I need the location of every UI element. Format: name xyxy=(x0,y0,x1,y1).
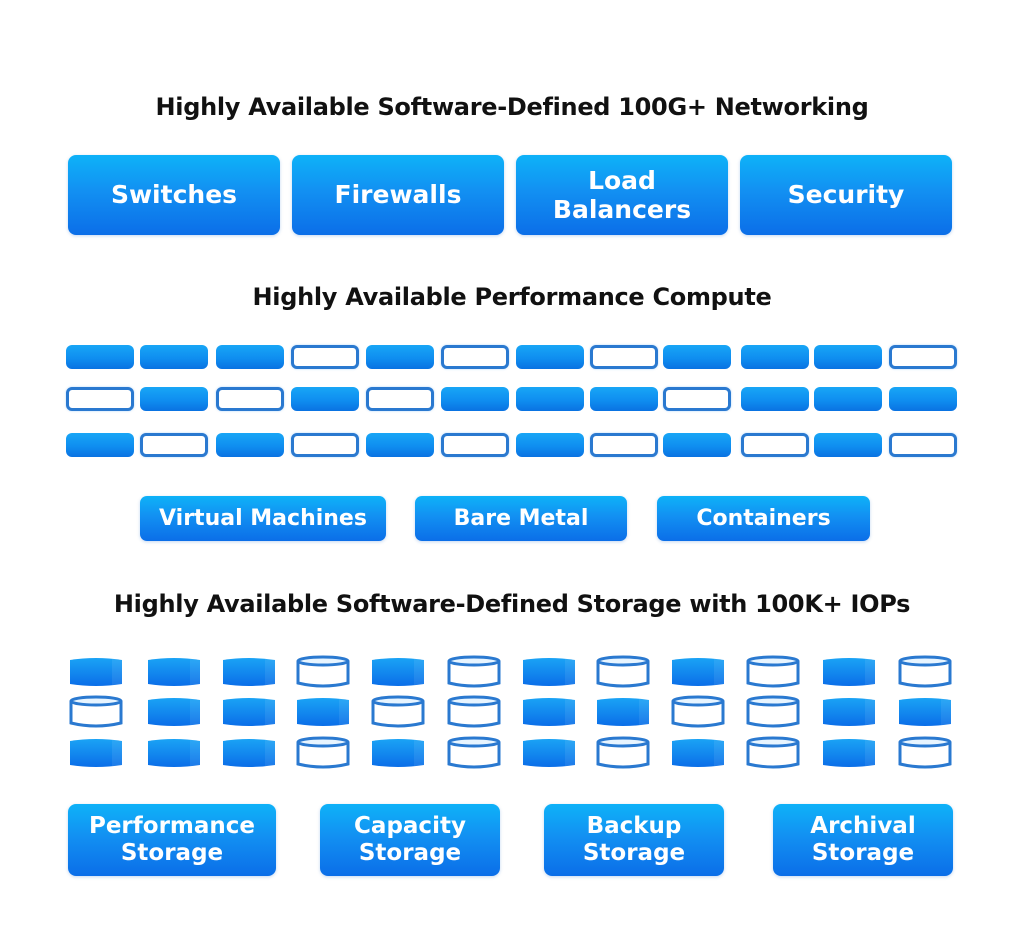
server-rack-icon-active xyxy=(366,345,434,369)
storage-drum-icon-active xyxy=(146,695,202,729)
containers-button[interactable]: Containers xyxy=(657,496,870,541)
server-rack-icon-idle xyxy=(441,345,509,369)
server-rack-icon-idle xyxy=(889,433,957,457)
server-rack-icon-idle xyxy=(590,345,658,369)
storage-drum-icon-idle xyxy=(595,736,651,770)
server-rack-icon-active xyxy=(516,433,584,457)
load-balancers-button[interactable]: Load Balancers xyxy=(516,155,728,235)
storage-drum-icon-idle xyxy=(595,655,651,689)
server-rack-icon-active xyxy=(140,345,208,369)
storage-drum-icon-idle xyxy=(446,736,502,770)
storage-drum-icon-idle xyxy=(745,736,801,770)
server-rack-icon-idle xyxy=(140,433,208,457)
storage-drum-icon-active xyxy=(595,695,651,729)
server-rack-icon-active xyxy=(814,387,882,411)
server-rack-icon-idle xyxy=(441,433,509,457)
storage-drum-icon-idle xyxy=(446,655,502,689)
storage-drum-icon-active xyxy=(897,695,953,729)
firewalls-button[interactable]: Firewalls xyxy=(292,155,504,235)
server-rack-icon-active xyxy=(366,433,434,457)
server-rack-icon-active xyxy=(590,387,658,411)
storage-drum-icon-active xyxy=(670,736,726,770)
storage-drum-icon-idle xyxy=(446,695,502,729)
server-rack-icon-active xyxy=(66,433,134,457)
storage-drum-icon-active xyxy=(370,655,426,689)
networking-heading: Highly Available Software-Defined 100G+ … xyxy=(155,93,869,121)
server-rack-icon-active xyxy=(814,433,882,457)
storage-drum-icon-idle xyxy=(295,736,351,770)
server-rack-icon-active xyxy=(66,345,134,369)
server-rack-icon-active xyxy=(741,345,809,369)
storage-drum-icon-active xyxy=(821,736,877,770)
storage-drum-icon-active xyxy=(521,695,577,729)
server-rack-icon-active xyxy=(216,433,284,457)
storage-drum-icon-idle xyxy=(745,695,801,729)
server-rack-icon-idle xyxy=(889,345,957,369)
server-rack-icon-idle xyxy=(291,345,359,369)
storage-drum-icon-active xyxy=(670,655,726,689)
performance-storage-button[interactable]: Performance Storage xyxy=(68,804,276,876)
server-rack-icon-active xyxy=(814,345,882,369)
bare-metal-button[interactable]: Bare Metal xyxy=(415,496,627,541)
storage-drum-icon-active xyxy=(68,736,124,770)
storage-drum-icon-idle xyxy=(68,695,124,729)
server-rack-icon-idle xyxy=(66,387,134,411)
server-rack-icon-idle xyxy=(741,433,809,457)
server-rack-icon-active xyxy=(291,387,359,411)
server-rack-icon-idle xyxy=(216,387,284,411)
storage-drum-icon-active xyxy=(821,655,877,689)
storage-drum-icon-active xyxy=(295,695,351,729)
archival-storage-button[interactable]: Archival Storage xyxy=(773,804,953,876)
storage-drum-icon-idle xyxy=(295,655,351,689)
capacity-storage-button[interactable]: Capacity Storage xyxy=(320,804,500,876)
server-rack-icon-active xyxy=(516,387,584,411)
server-rack-icon-idle xyxy=(291,433,359,457)
storage-drum-icon-active xyxy=(146,655,202,689)
storage-drum-icon-active xyxy=(146,736,202,770)
storage-drum-icon-active xyxy=(521,736,577,770)
server-rack-icon-active xyxy=(441,387,509,411)
storage-drum-icon-active xyxy=(221,655,277,689)
server-rack-icon-active xyxy=(516,345,584,369)
server-rack-icon-idle xyxy=(590,433,658,457)
storage-drum-icon-active xyxy=(370,736,426,770)
server-rack-icon-idle xyxy=(366,387,434,411)
server-rack-icon-active xyxy=(741,387,809,411)
storage-drum-icon-active xyxy=(221,695,277,729)
server-rack-icon-active xyxy=(216,345,284,369)
security-button[interactable]: Security xyxy=(740,155,952,235)
storage-drum-icon-active xyxy=(821,695,877,729)
server-rack-icon-active xyxy=(140,387,208,411)
storage-drum-icon-active xyxy=(221,736,277,770)
server-rack-icon-active xyxy=(663,433,731,457)
storage-heading: Highly Available Software-Defined Storag… xyxy=(113,590,911,618)
virtual-machines-button[interactable]: Virtual Machines xyxy=(140,496,386,541)
server-rack-icon-active xyxy=(889,387,957,411)
compute-heading: Highly Available Performance Compute xyxy=(252,283,772,311)
storage-drum-icon-idle xyxy=(897,736,953,770)
server-rack-icon-active xyxy=(663,345,731,369)
storage-drum-icon-idle xyxy=(370,695,426,729)
server-rack-icon-idle xyxy=(663,387,731,411)
switches-button[interactable]: Switches xyxy=(68,155,280,235)
storage-drum-icon-active xyxy=(521,655,577,689)
storage-drum-icon-idle xyxy=(670,695,726,729)
storage-drum-icon-idle xyxy=(897,655,953,689)
storage-drum-icon-idle xyxy=(745,655,801,689)
storage-drum-icon-active xyxy=(68,655,124,689)
backup-storage-button[interactable]: Backup Storage xyxy=(544,804,724,876)
